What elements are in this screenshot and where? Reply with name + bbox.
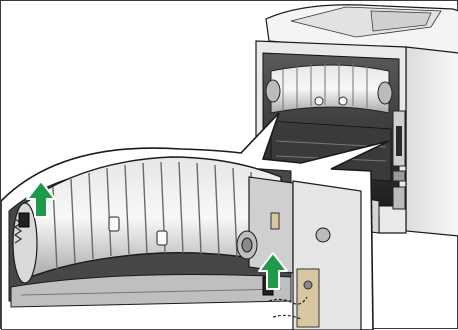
- interface-panel: [393, 111, 405, 209]
- fusing-unit-small: [266, 63, 392, 113]
